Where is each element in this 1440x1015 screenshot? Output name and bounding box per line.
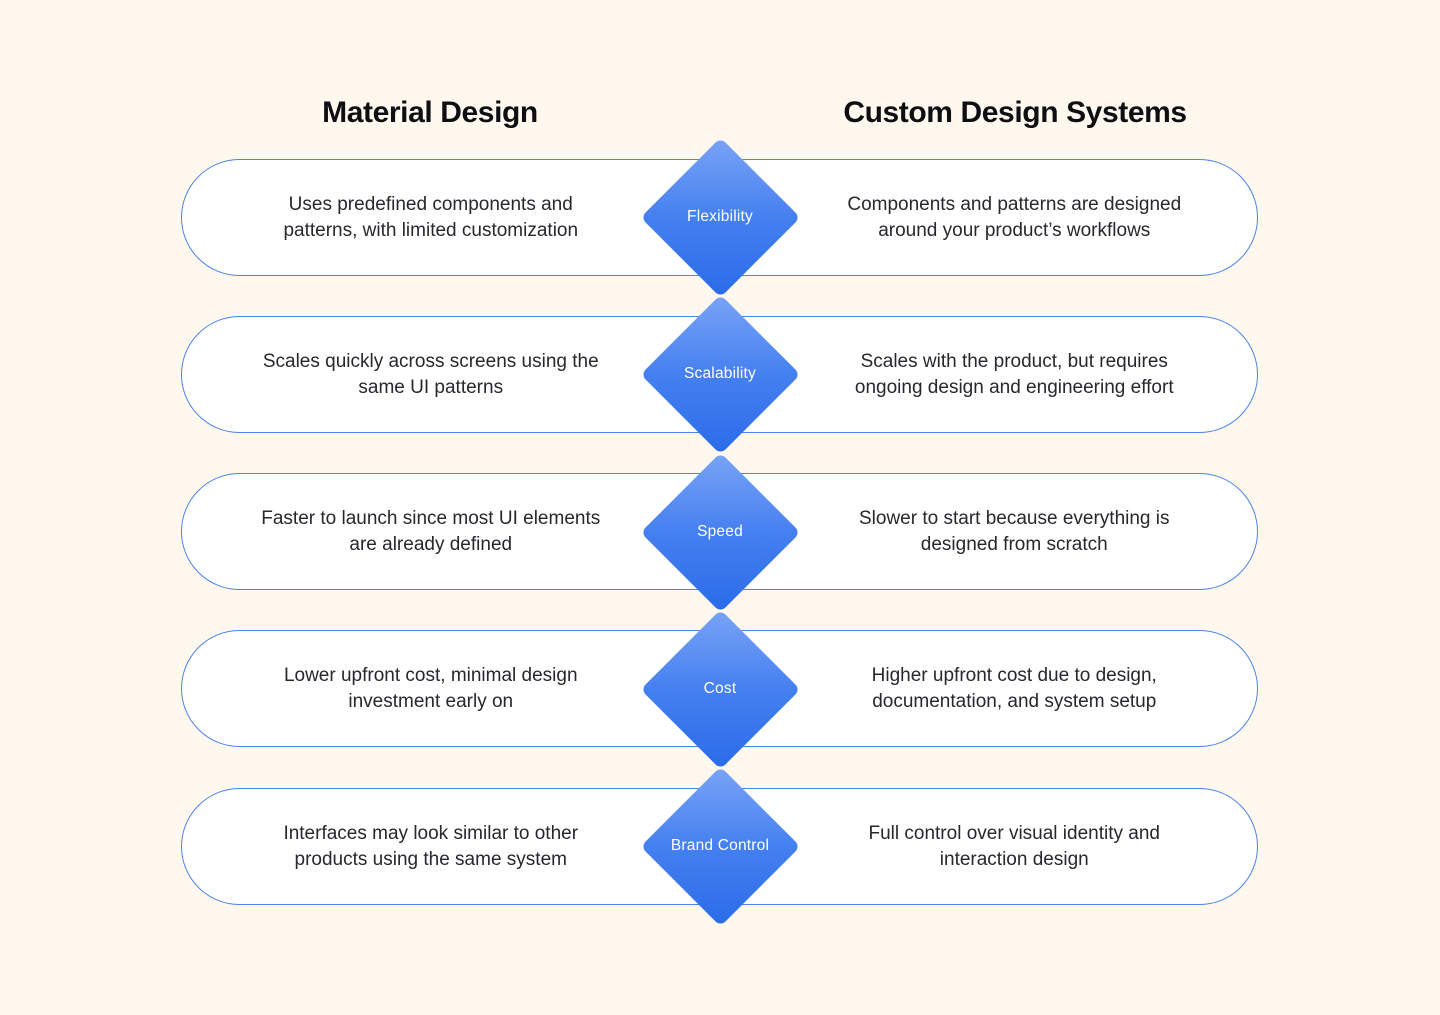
- custom-design-cell: Higher upfront cost due to design, docum…: [800, 663, 1258, 715]
- category-diamond-scalability: Scalability: [640, 294, 800, 454]
- material-design-text: Scales quickly across screens using the …: [262, 350, 599, 398]
- material-design-cell: Faster to launch since most UI elements …: [182, 506, 640, 558]
- material-design-text: Lower upfront cost, minimal design inves…: [283, 664, 578, 712]
- category-diamond-brand-control: Brand Control: [640, 766, 800, 926]
- category-label: Cost: [703, 680, 737, 697]
- column-title-custom-design-systems: Custom Design Systems: [843, 96, 1187, 129]
- material-design-text: Uses predefined components and patterns,…: [283, 193, 579, 241]
- material-design-cell: Scales quickly across screens using the …: [182, 349, 640, 401]
- custom-design-text: Slower to start because everything is de…: [859, 507, 1170, 555]
- category-label: Flexibility: [687, 208, 753, 225]
- material-design-text: Faster to launch since most UI elements …: [261, 507, 601, 555]
- custom-design-text: Components and patterns are designed aro…: [847, 193, 1182, 241]
- custom-design-cell: Full control over visual identity and in…: [800, 821, 1258, 873]
- custom-design-cell: Slower to start because everything is de…: [800, 506, 1258, 558]
- material-design-text: Interfaces may look similar to other pro…: [283, 822, 579, 870]
- custom-design-text: Higher upfront cost due to design, docum…: [871, 664, 1157, 712]
- category-label: Scalability: [684, 365, 756, 382]
- material-design-cell: Uses predefined components and patterns,…: [182, 192, 640, 244]
- category-diamond-speed: Speed: [640, 452, 800, 612]
- custom-design-cell: Components and patterns are designed aro…: [800, 192, 1258, 244]
- column-title-material-design: Material Design: [322, 96, 538, 129]
- category-label: Brand Control: [670, 837, 770, 854]
- custom-design-cell: Scales with the product, but requires on…: [800, 349, 1258, 401]
- material-design-cell: Lower upfront cost, minimal design inves…: [182, 663, 640, 715]
- custom-design-text: Full control over visual identity and in…: [868, 822, 1160, 870]
- category-label: Speed: [697, 523, 743, 540]
- custom-design-text: Scales with the product, but requires on…: [854, 350, 1174, 398]
- category-diamond-flexibility: Flexibility: [640, 137, 800, 297]
- material-design-cell: Interfaces may look similar to other pro…: [182, 821, 640, 873]
- category-diamond-cost: Cost: [640, 609, 800, 769]
